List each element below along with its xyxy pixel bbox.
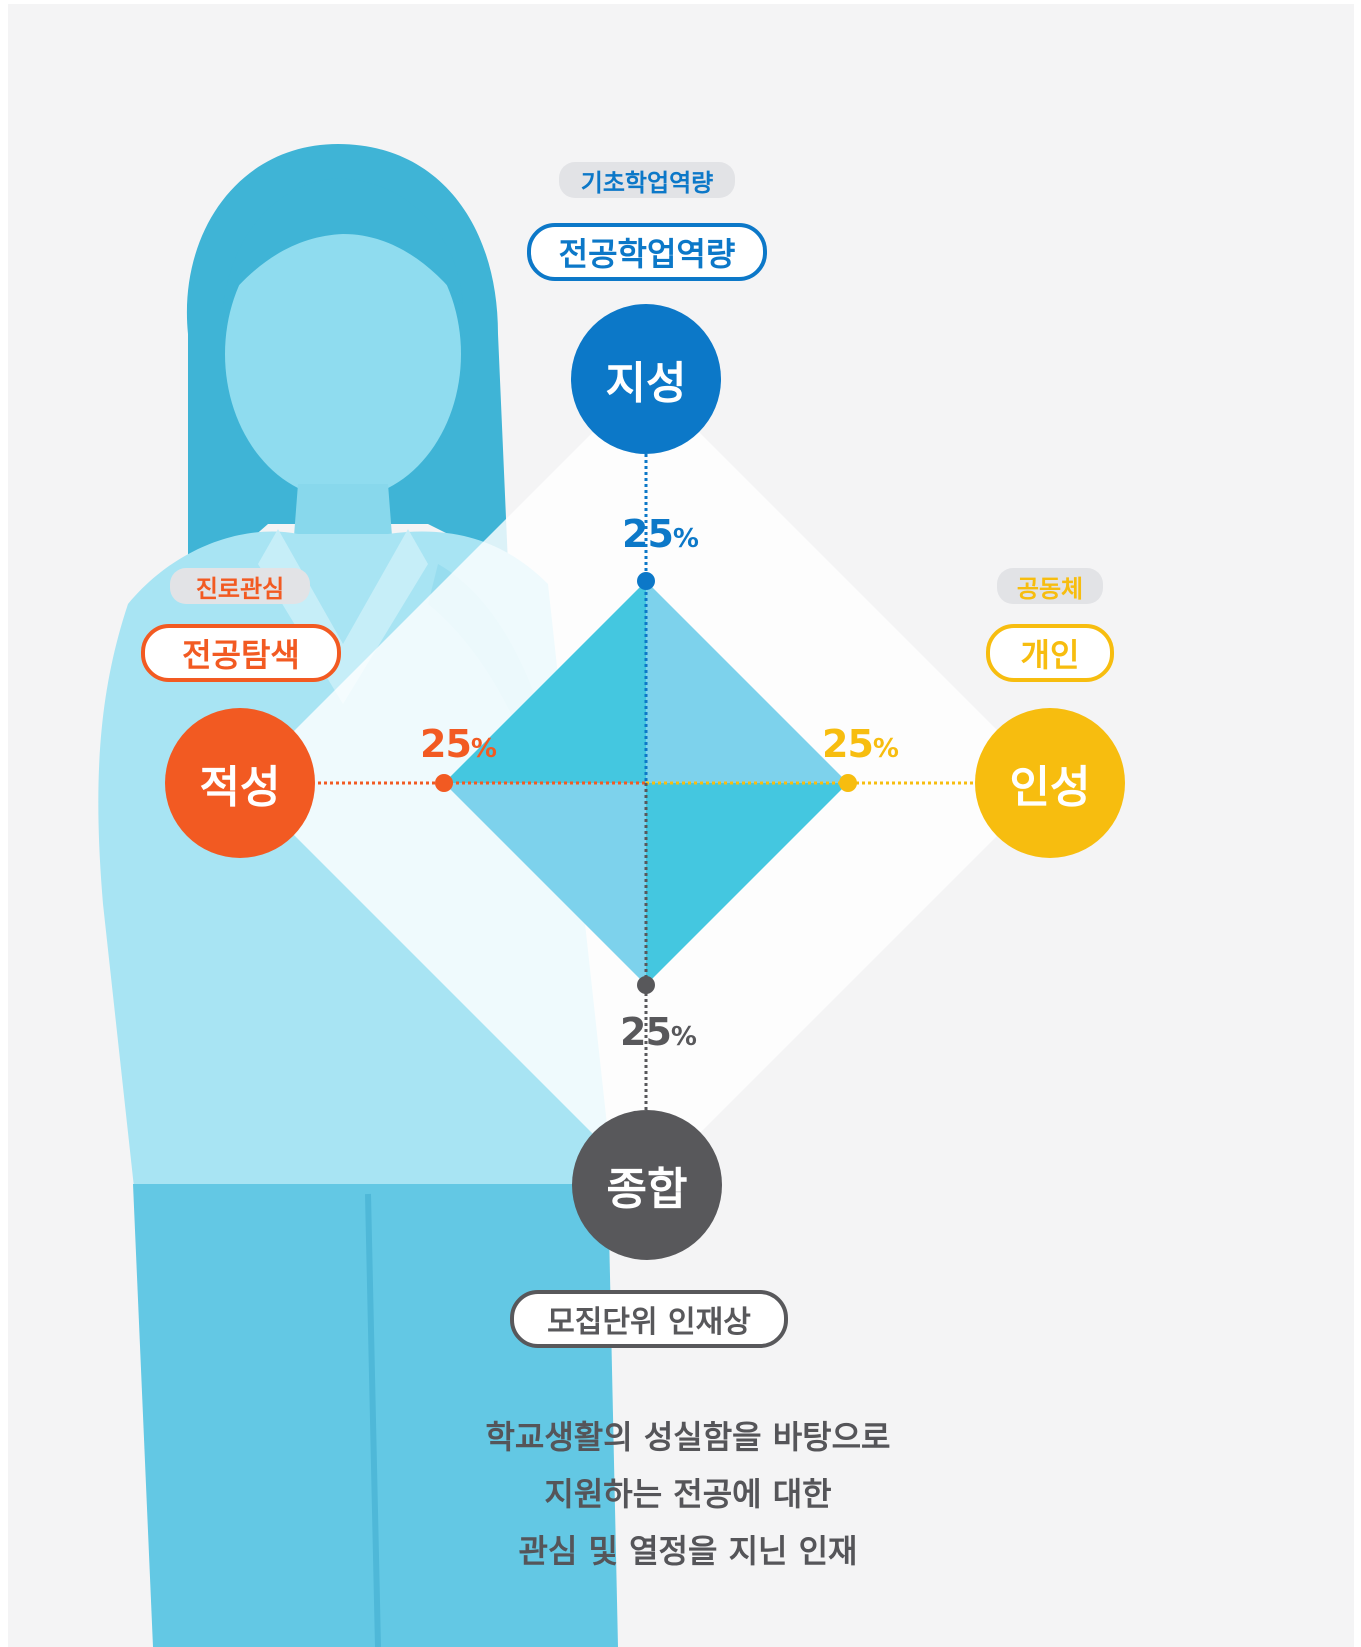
bottom-pill-label: 모집단위 인재상	[547, 1305, 751, 1340]
figure-face	[225, 209, 461, 499]
inner-diamond-br	[646, 783, 848, 985]
left-tag: 진로관심	[170, 568, 310, 604]
node-overall: 종합	[572, 1110, 722, 1260]
inner-diamond-tr	[646, 581, 848, 783]
top-percent: 25%	[622, 512, 699, 556]
top-percent-value: 25	[622, 512, 674, 556]
right-pill-label: 개인	[1020, 636, 1080, 674]
left-percent-unit: %	[470, 734, 497, 764]
description-line: 지원하는 전공에 대한	[544, 1475, 832, 1513]
node-intellect: 지성	[571, 304, 721, 454]
node-aptitude-label: 적성	[199, 762, 281, 813]
top-pill: 전공학업역량	[527, 223, 767, 281]
left-pill: 전공탐색	[141, 624, 341, 682]
left-percent: 25%	[420, 722, 497, 766]
node-character-label: 인성	[1009, 762, 1091, 813]
figure-jeans-seam	[365, 1193, 381, 1647]
description-line: 관심 및 열정을 지닌 인재	[518, 1532, 858, 1570]
node-character: 인성	[975, 708, 1125, 858]
dot-left	[435, 774, 453, 792]
right-percent-unit: %	[872, 734, 899, 764]
ideal-talent-description: 학교생활의 성실함을 바탕으로 지원하는 전공에 대한 관심 및 열정을 지닌 …	[368, 1409, 1008, 1580]
bottom-pill: 모집단위 인재상	[510, 1290, 788, 1348]
dot-right	[839, 774, 857, 792]
diamond-diagram	[242, 379, 1050, 1187]
bottom-percent-unit: %	[670, 1022, 697, 1052]
bottom-percent: 25%	[620, 1010, 697, 1054]
bottom-percent-value: 25	[620, 1010, 672, 1054]
right-percent-value: 25	[822, 722, 874, 766]
description-line: 학교생활의 성실함을 바탕으로	[485, 1418, 891, 1456]
dot-top	[637, 572, 655, 590]
right-tag-label: 공동체	[1016, 574, 1084, 603]
right-pill: 개인	[986, 624, 1114, 682]
node-aptitude: 적성	[165, 708, 315, 858]
node-overall-label: 종합	[606, 1164, 688, 1215]
right-percent: 25%	[822, 722, 899, 766]
node-intellect-label: 지성	[605, 358, 687, 409]
figure-bangs	[223, 178, 463, 304]
left-tag-label: 진로관심	[195, 574, 285, 603]
top-tag: 기초학업역량	[559, 162, 735, 198]
inner-diamond-bl	[444, 783, 646, 985]
left-percent-value: 25	[420, 722, 472, 766]
left-pill-label: 전공탐색	[182, 636, 300, 674]
diagram-panel: 기초학업역량 전공학업역량 지성 25% 진로관심 전공탐색 적성 25% 공동…	[8, 4, 1354, 1647]
dot-bottom	[637, 976, 655, 994]
top-pill-label: 전공학업역량	[558, 235, 736, 273]
top-percent-unit: %	[672, 524, 699, 554]
right-tag: 공동체	[997, 568, 1103, 604]
top-tag-label: 기초학업역량	[580, 168, 714, 197]
inner-diamond-tl	[444, 581, 646, 783]
figure-neck	[293, 484, 393, 549]
